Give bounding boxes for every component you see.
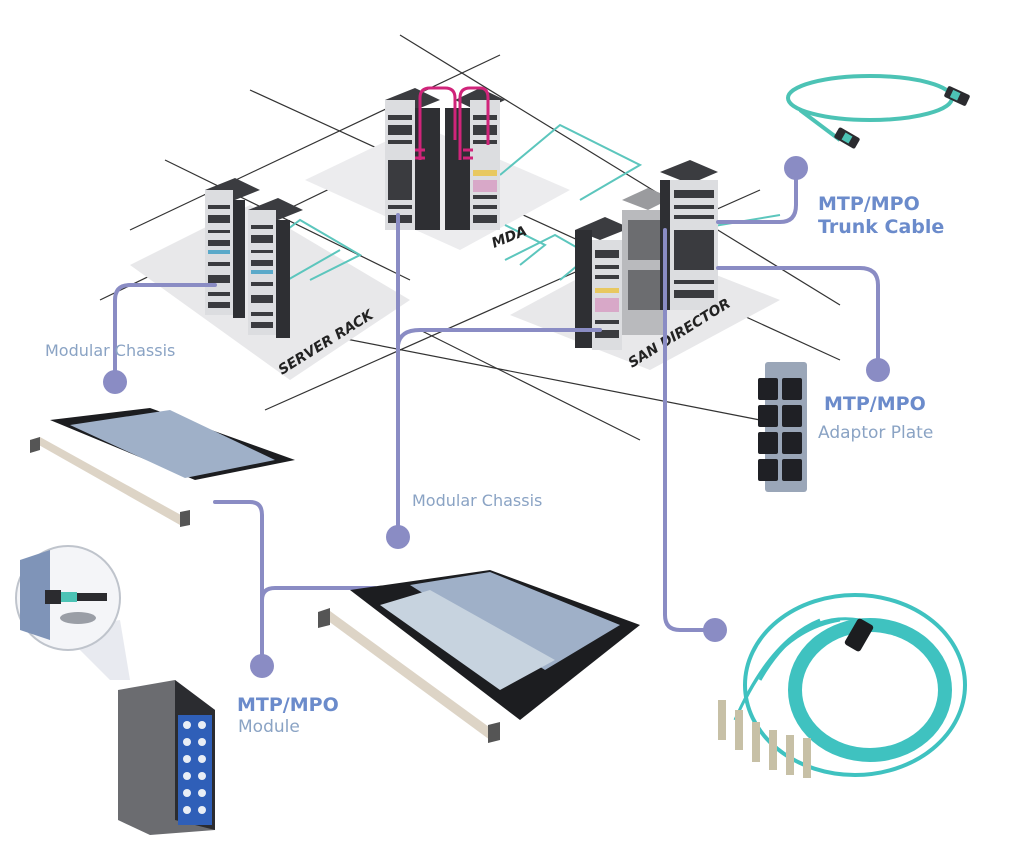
module-subtitle: Module [238,717,300,737]
trunk-cable-image [786,74,970,149]
adaptor-plate-subtitle: Adaptor Plate [818,423,934,443]
breakout-mtp-connector [844,618,874,652]
dot-modular-chassis-left [103,370,127,394]
adaptor-plate-image [758,362,807,492]
breakout-connectors [718,700,811,778]
module-title: MTP/MPO [237,694,339,716]
modular-chassis-center-label: Modular Chassis [412,491,543,510]
mtp-module-image [118,680,215,835]
module-detail-magnifier [15,545,130,680]
modular-chassis-left-label: Modular Chassis [45,341,176,360]
trunk-cable-title: MTP/MPO [818,193,920,215]
magenta-patch-cords [415,86,490,160]
server-rack-cabinets [205,178,303,338]
dot-modular-chassis-center [386,525,410,549]
adaptor-plate-title: MTP/MPO [824,393,926,415]
modular-chassis-center-image [318,570,640,743]
modular-chassis-left-image [30,408,295,527]
dot-adaptor-plate [866,358,890,382]
trunk-cable-subtitle: Trunk Cable [818,216,945,238]
mda-cabinets [385,88,505,230]
leader-lines [113,168,880,667]
dot-sfp-breakout [703,618,727,642]
leader-dots [103,156,890,678]
dot-trunk-cable [784,156,808,180]
dot-module [250,654,274,678]
